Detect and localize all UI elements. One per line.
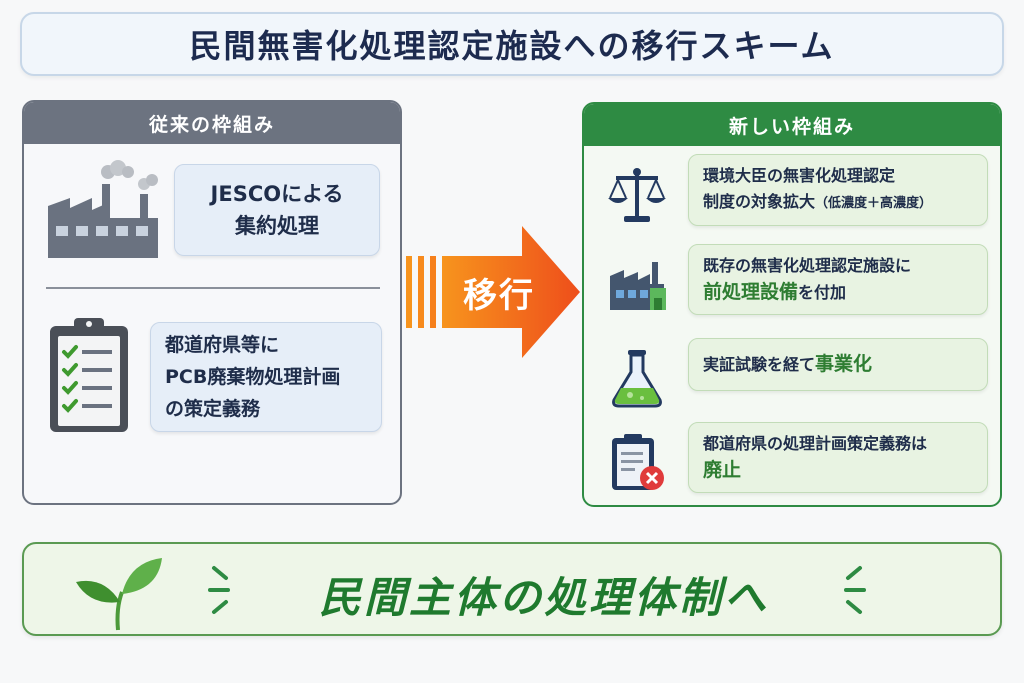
- item2-line1: 既存の無害化処理認定施設に: [703, 256, 912, 275]
- bottom-slogan: 民間主体の処理体制へ: [318, 573, 769, 622]
- card1-line1: JESCOによる: [210, 182, 344, 206]
- old-framework-header: 従来の枠組み: [24, 102, 400, 144]
- card2-line1: 都道府県等に: [165, 334, 280, 356]
- transition-label: 移行: [463, 276, 535, 316]
- item2-em: 前処理設備: [703, 281, 799, 303]
- new-item-row: 既存の無害化処理認定施設に 前処理設備を付加: [584, 244, 1000, 328]
- new-item-row: 都道府県の処理計画策定義務は 廃止: [584, 422, 1000, 505]
- pretreatment-card: 既存の無害化処理認定施設に 前処理設備を付加: [688, 244, 988, 315]
- new-framework-panel: 新しい枠組み 環境大臣の無害化処理認定 制度の対象拡大（低濃度＋高濃度）: [582, 102, 1002, 507]
- card2-line2: PCB廃棄物処理計画: [165, 366, 341, 388]
- new-item-row: 環境大臣の無害化処理認定 制度の対象拡大（低濃度＋高濃度）: [584, 154, 1000, 238]
- flask-icon: [612, 350, 662, 408]
- divider: [46, 287, 380, 289]
- certification-expansion-card: 環境大臣の無害化処理認定 制度の対象拡大（低濃度＋高濃度）: [688, 154, 988, 226]
- card1-line2: 集約処理: [234, 214, 319, 238]
- transition-arrow-icon: [406, 226, 580, 358]
- commercialization-card: 実証試験を経て事業化: [688, 338, 988, 391]
- item2-suffix: を付加: [798, 283, 847, 302]
- card2-line3: の策定義務: [165, 398, 261, 420]
- item4-line1: 都道府県の処理計画策定義務は: [703, 434, 928, 453]
- clipboard-cancel-icon: [612, 434, 664, 490]
- new-item-row: 実証試験を経て事業化: [584, 338, 1000, 422]
- centralized-processing-card: JESCOによる 集約処理: [174, 164, 380, 256]
- factory-icon: [610, 262, 666, 310]
- old-framework-panel: 従来の枠組み JESCOによる 集約処理 都道府県: [22, 100, 402, 505]
- new-framework-header: 新しい枠組み: [584, 104, 1000, 146]
- sprout-icon: [76, 558, 162, 631]
- item4-em: 廃止: [703, 459, 742, 481]
- item1-line1: 環境大臣の無害化処理認定: [703, 166, 896, 185]
- emphasis-lines-right-icon: [844, 566, 866, 614]
- page-title: 民間無害化処理認定施設への移行スキーム: [189, 27, 835, 65]
- item1-line2: 制度の対象拡大: [703, 192, 816, 211]
- scales-icon: [608, 168, 666, 222]
- title-box: 民間無害化処理認定施設への移行スキーム: [20, 12, 1004, 76]
- item3-em: 事業化: [815, 353, 873, 375]
- item3-line1: 実証試験を経て: [703, 355, 816, 374]
- prefecture-plan-card: 都道府県等に PCB廃棄物処理計画 の策定義務: [150, 322, 382, 432]
- factory-icon: [48, 160, 158, 258]
- plan-abolition-card: 都道府県の処理計画策定義務は 廃止: [688, 422, 988, 493]
- bottom-banner: 民間主体の処理体制へ: [22, 542, 1002, 636]
- emphasis-lines-left-icon: [208, 566, 230, 614]
- clipboard-checklist-icon: [50, 318, 128, 432]
- item1-note: （低濃度＋高濃度）: [815, 196, 933, 211]
